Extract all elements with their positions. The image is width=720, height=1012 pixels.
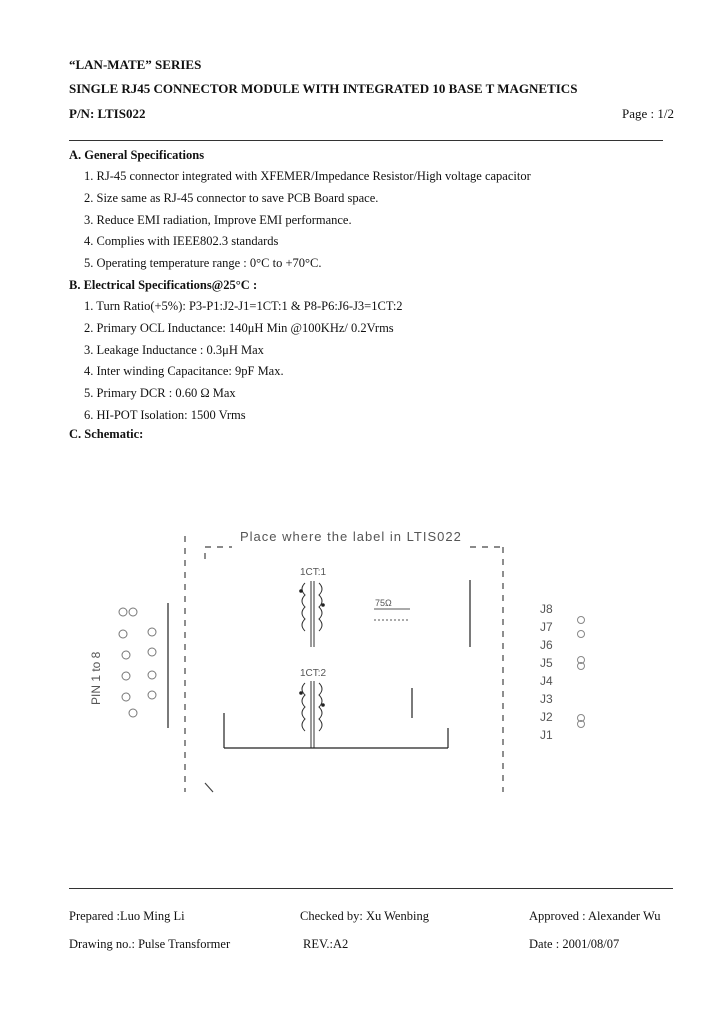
approved-by: Approved : Alexander Wu (529, 909, 661, 923)
electrical-spec-item: 3. Leakage Inductance : 0.3μH Max (84, 342, 264, 357)
general-spec-item: 4. Complies with IEEE802.3 standards (84, 234, 279, 249)
enclosure-label: Place where the label in LTIS022 (240, 529, 462, 544)
schematic-heading: C. Schematic: (69, 427, 144, 441)
pin-label-j2: J2 (540, 710, 553, 724)
revision: REV.:A2 (303, 937, 349, 951)
general-heading: A. General Specifications (69, 148, 205, 162)
general-spec-item: 2. Size same as RJ-45 connector to save … (84, 190, 379, 205)
pin-label-j4: J4 (540, 674, 553, 688)
pin-label-j7: J7 (540, 620, 553, 634)
electrical-spec-item: 4. Inter winding Capacitance: 9pF Max. (84, 364, 284, 379)
page-number: Page : 1/2 (622, 106, 674, 121)
document-date: Date : 2001/08/07 (529, 937, 620, 951)
document-title: SINGLE RJ45 CONNECTOR MODULE WITH INTEGR… (69, 81, 578, 96)
general-spec-item: 5. Operating temperature range : 0°C to … (84, 256, 322, 271)
pin-label-j6: J6 (540, 638, 553, 652)
resistor-label: 75Ω (375, 598, 392, 608)
j-pin-labels: J8 J7 J6 J5 J4 J3 J2 J1 (540, 602, 553, 742)
checked-by: Checked by: Xu Wenbing (300, 909, 429, 923)
general-spec-item: 1. RJ-45 connector integrated with XFEME… (84, 169, 531, 183)
electrical-spec-item: 6. HI-POT Isolation: 1500 Vrms (84, 407, 246, 422)
j-pin-markers (577, 616, 585, 728)
header-divider (69, 140, 663, 141)
transformer-top (301, 581, 323, 647)
rj45-pin-markers (118, 607, 157, 718)
ground-bus (223, 713, 449, 749)
general-spec-item: 3. Reduce EMI radiation, Improve EMI per… (84, 212, 352, 227)
schematic-diagram: Place where the label in LTIS022 PIN 1 t… (89, 529, 585, 793)
electrical-spec-item: 2. Primary OCL Inductance: 140μH Min @10… (84, 320, 394, 335)
resistor-network (374, 608, 410, 621)
transformer-bottom (301, 681, 323, 748)
pin-label-j3: J3 (540, 692, 553, 706)
pin-label-j8: J8 (540, 602, 553, 616)
general-spec-list: 1. RJ-45 connector integrated with XFEME… (84, 166, 531, 275)
footer-divider (69, 888, 673, 889)
module-enclosure (184, 536, 504, 793)
part-number: P/N: LTIS022 (69, 106, 146, 121)
prepared-by: Prepared :Luo Ming Li (69, 909, 185, 923)
series-name: “LAN-MATE” SERIES (69, 57, 202, 72)
pin-range-label: PIN 1 to 8 (89, 651, 103, 705)
electrical-spec-item: 5. Primary DCR : 0.60 Ω Max (84, 386, 236, 401)
transformer-top-ratio: 1CT:1 (300, 567, 327, 578)
drawing-number: Drawing no.: Pulse Transformer (69, 937, 231, 951)
transformer-bottom-ratio: 1CT:2 (300, 668, 327, 679)
electrical-spec-item: 1. Turn Ratio(+5%): P3-P1:J2-J1=1CT:1 & … (84, 299, 403, 313)
electrical-heading: B. Electrical Specifications@25°C : (69, 278, 258, 292)
pin-label-j1: J1 (540, 728, 553, 742)
electrical-spec-list: 1. Turn Ratio(+5%): P3-P1:J2-J1=1CT:1 & … (84, 296, 403, 427)
pin-label-j5: J5 (540, 656, 553, 670)
